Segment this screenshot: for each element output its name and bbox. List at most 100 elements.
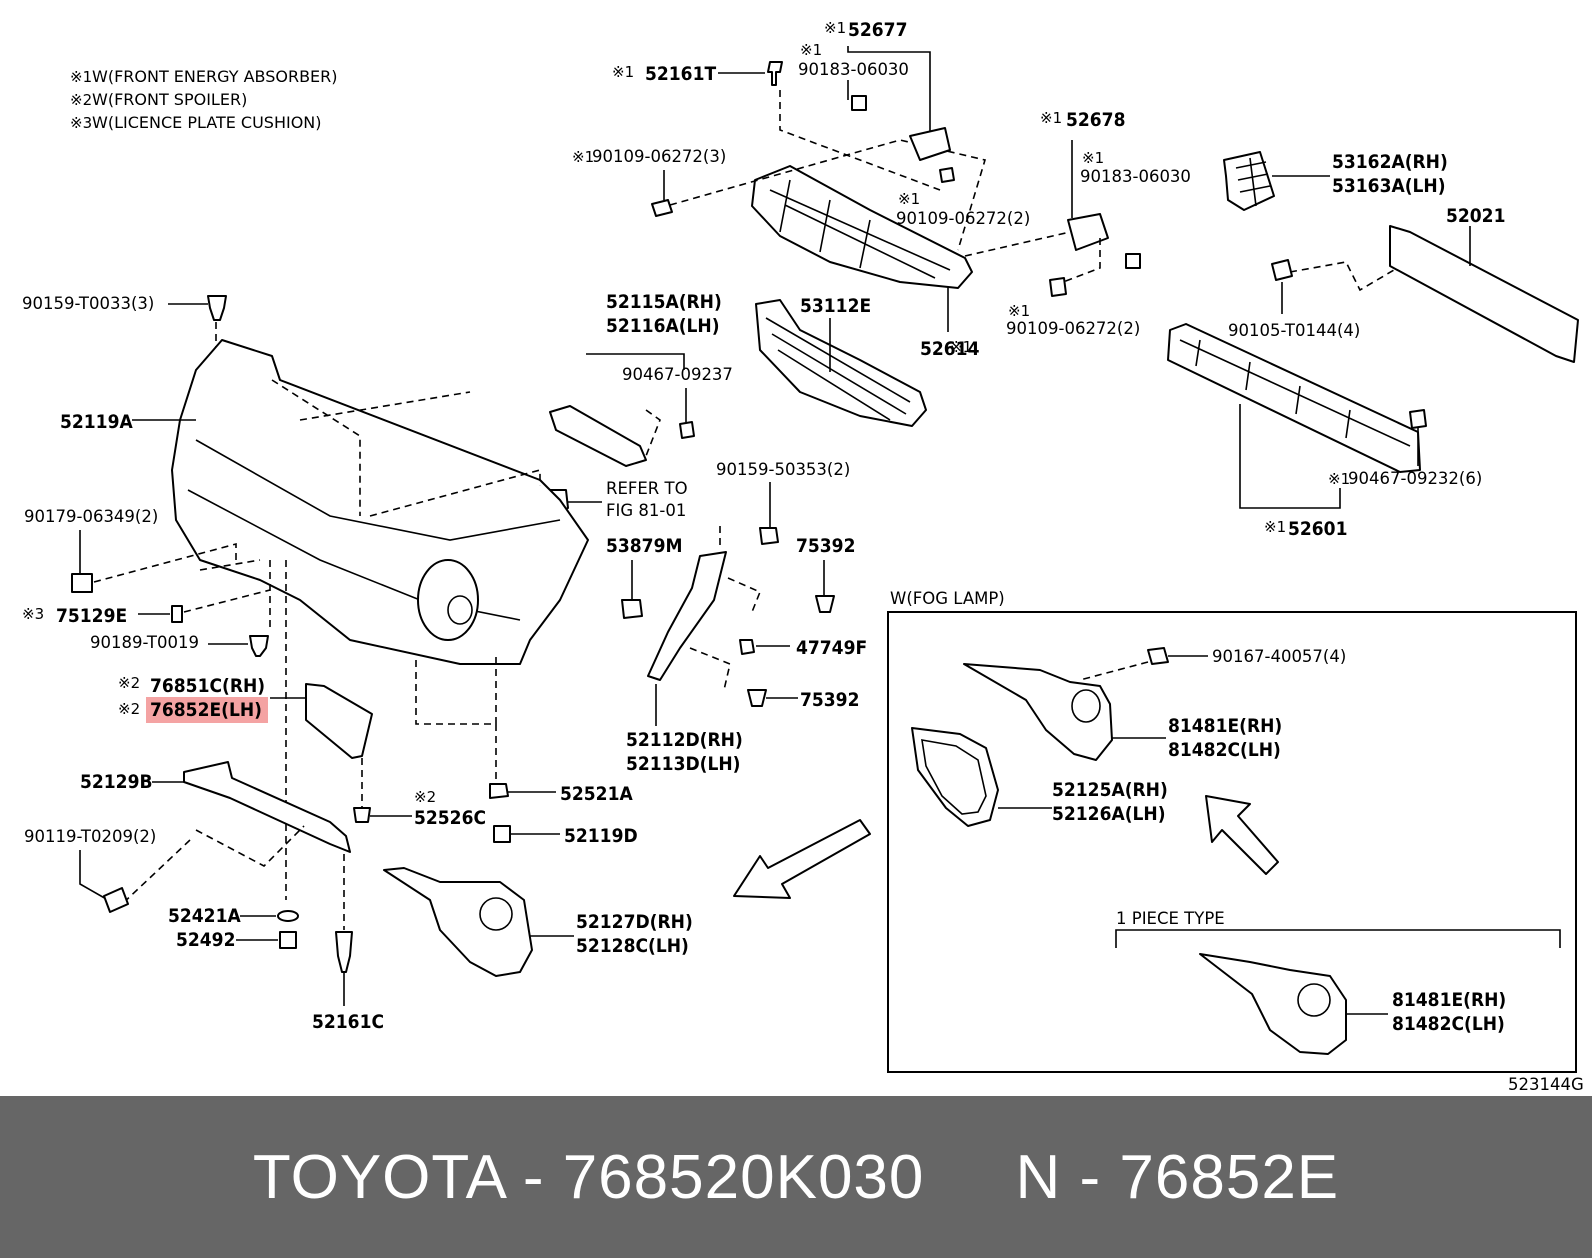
arrow-up-left-icon bbox=[1205, 795, 1279, 875]
bezel-52127D bbox=[383, 867, 533, 977]
label-52116A: 52116A(LH) bbox=[606, 315, 720, 337]
label-52125A: 52125A(RH) bbox=[1052, 779, 1168, 801]
mark-75129E: ※3 bbox=[22, 605, 44, 623]
clip-90179 bbox=[71, 573, 93, 593]
clip-75392-b bbox=[747, 689, 767, 707]
group-52021: 52021 90105-T0144(4) bbox=[1228, 205, 1579, 363]
label-76851C: 76851C(RH) bbox=[150, 675, 265, 697]
mark-90467-6: ※1 bbox=[1328, 470, 1350, 488]
notes-legend: ※1 W(FRONT ENERGY ABSORBER) ※2 W(FRONT S… bbox=[70, 67, 338, 132]
label-52614: 52614 bbox=[920, 338, 980, 360]
group-52115A: 52115A(RH) 52116A(LH) 90467-09237 bbox=[549, 291, 733, 467]
label-90167: 90167-40057(4) bbox=[1212, 647, 1346, 666]
group-52112D: 90159-50353(2) 53879M 75392 47749F 75392… bbox=[606, 460, 867, 775]
label-52115A: 52115A(RH) bbox=[606, 291, 722, 313]
label-76852E[interactable]: 76852E(LH) bbox=[150, 699, 262, 721]
label-52421A: 52421A bbox=[168, 905, 241, 927]
dash-bumper-bottom bbox=[415, 652, 497, 725]
label-52113D: 52113D(LH) bbox=[626, 753, 740, 775]
dash-52115A bbox=[645, 409, 661, 457]
label-90467-09237: 90467-09237 bbox=[622, 365, 733, 384]
label-75392-a: 75392 bbox=[796, 535, 855, 557]
housing-81481E-b-hole bbox=[1297, 983, 1331, 1017]
mark-76852E: ※2 bbox=[118, 700, 140, 718]
fog-inset-frame bbox=[887, 611, 1577, 1073]
group-76852E: ※2 76851C(RH) ※2 76852E(LH) bbox=[118, 674, 373, 808]
bracket-52677 bbox=[909, 127, 951, 161]
clip-90159-T0033 bbox=[207, 295, 227, 321]
washer-52421A bbox=[277, 910, 299, 922]
one-piece-title: 1 PIECE TYPE bbox=[1116, 909, 1225, 928]
one-piece-bracket bbox=[1115, 929, 1561, 948]
clip-90189 bbox=[249, 635, 269, 657]
label-52492: 52492 bbox=[176, 929, 235, 951]
mark-52678: ※1 bbox=[1040, 109, 1062, 127]
fog-lamp-inset: W(FOG LAMP) 90167-40057(4) 81481E(RH) 81… bbox=[887, 589, 1577, 1073]
mark-52526C: ※2 bbox=[414, 788, 436, 806]
dash-75129E bbox=[183, 559, 271, 613]
bumper-cover-52119A bbox=[171, 339, 589, 665]
label-52677: 52677 bbox=[848, 19, 907, 41]
leader-52677 bbox=[847, 46, 931, 140]
clip-75392-a bbox=[815, 595, 835, 613]
label-75129E: 75129E bbox=[56, 605, 127, 627]
part-53162A bbox=[1223, 151, 1275, 211]
dash-absorber-2 bbox=[779, 90, 941, 191]
label-52601: 52601 bbox=[1288, 518, 1347, 540]
bar-52601-ribs bbox=[1179, 339, 1411, 447]
arrow-down-left-icon bbox=[733, 819, 871, 899]
nut-90183-a bbox=[851, 95, 867, 111]
spoiler-76852E bbox=[305, 683, 373, 759]
mark-52614: ※1 bbox=[950, 338, 972, 356]
footer-part-number: TOYOTA - 768520K030 N - 76852E bbox=[252, 1142, 1340, 1212]
note-mark-1: ※1 bbox=[70, 68, 92, 86]
grille-53112E-bars bbox=[765, 317, 911, 421]
label-52119A: 52119A bbox=[60, 411, 133, 433]
clip-52161T bbox=[767, 61, 783, 86]
group-53162A: 53162A(RH) 53163A(LH) bbox=[1223, 151, 1448, 211]
dash-90179 bbox=[93, 542, 237, 583]
group-52601: ※1 90467-09232(6) ※1 52601 bbox=[1167, 323, 1482, 540]
label-90467-6: 90467-09232(6) bbox=[1348, 469, 1482, 488]
label-52161T: 52161T bbox=[645, 63, 716, 85]
label-90159-50353: 90159-50353(2) bbox=[716, 460, 850, 479]
label-52127D: 52127D(RH) bbox=[576, 911, 693, 933]
dash-bumper bbox=[271, 379, 541, 517]
refer-text-1: REFER TO bbox=[606, 479, 688, 498]
bar-52601 bbox=[1167, 323, 1421, 473]
rail-52112D bbox=[647, 551, 727, 681]
bracket-52129B bbox=[183, 761, 351, 853]
label-90119: 90119-T0209(2) bbox=[24, 827, 156, 846]
energy-absorber bbox=[751, 165, 973, 289]
clip-52521A bbox=[489, 783, 509, 799]
clip-90467-09237 bbox=[679, 421, 695, 439]
label-90189: 90189-T0019 bbox=[90, 633, 199, 652]
dash-90167 bbox=[1079, 661, 1149, 681]
label-90183-a: 90183-06030 bbox=[798, 60, 909, 79]
mark-90183-b: ※1 bbox=[1082, 149, 1104, 167]
mark-90109-2a: ※1 bbox=[898, 190, 920, 208]
bolt-90119 bbox=[103, 887, 129, 913]
label-52129B: 52129B bbox=[80, 771, 153, 793]
label-53112E: 53112E bbox=[800, 295, 871, 317]
label-90109-2a: 90109-06272(2) bbox=[896, 209, 1030, 228]
housing-81481E-a-hole bbox=[1071, 689, 1101, 723]
label-52021: 52021 bbox=[1446, 205, 1505, 227]
highlight-76852E bbox=[146, 697, 268, 723]
label-90183-b: 90183-06030 bbox=[1080, 167, 1191, 186]
bumper-fog-hole bbox=[447, 595, 473, 625]
bezel-52127D-hole bbox=[479, 897, 513, 931]
diagram-canvas: ※1 W(FRONT ENERGY ABSORBER) ※2 W(FRONT S… bbox=[22, 19, 1584, 1094]
note-text-1: W(FRONT ENERGY ABSORBER) bbox=[92, 67, 338, 86]
group-energy-absorber: ※1 52677 ※1 90183-06030 ※1 52161T ※1 901… bbox=[572, 19, 1030, 360]
footer-banner: TOYOTA - 768520K030 N - 76852E bbox=[0, 1096, 1592, 1258]
mark-76851C: ※2 bbox=[118, 674, 140, 692]
note-mark-3: ※3 bbox=[70, 114, 92, 132]
label-90159-T0033: 90159-T0033(3) bbox=[22, 294, 154, 313]
bolt-90109-2b bbox=[1049, 277, 1067, 297]
note-text-2: W(FRONT SPOILER) bbox=[92, 90, 247, 109]
mark-90183-a: ※1 bbox=[800, 41, 822, 59]
group-bottom-fasteners: 52421A 52492 52161C 52521A ※2 52526C 521… bbox=[168, 783, 638, 1033]
dash-52112D bbox=[689, 526, 762, 691]
